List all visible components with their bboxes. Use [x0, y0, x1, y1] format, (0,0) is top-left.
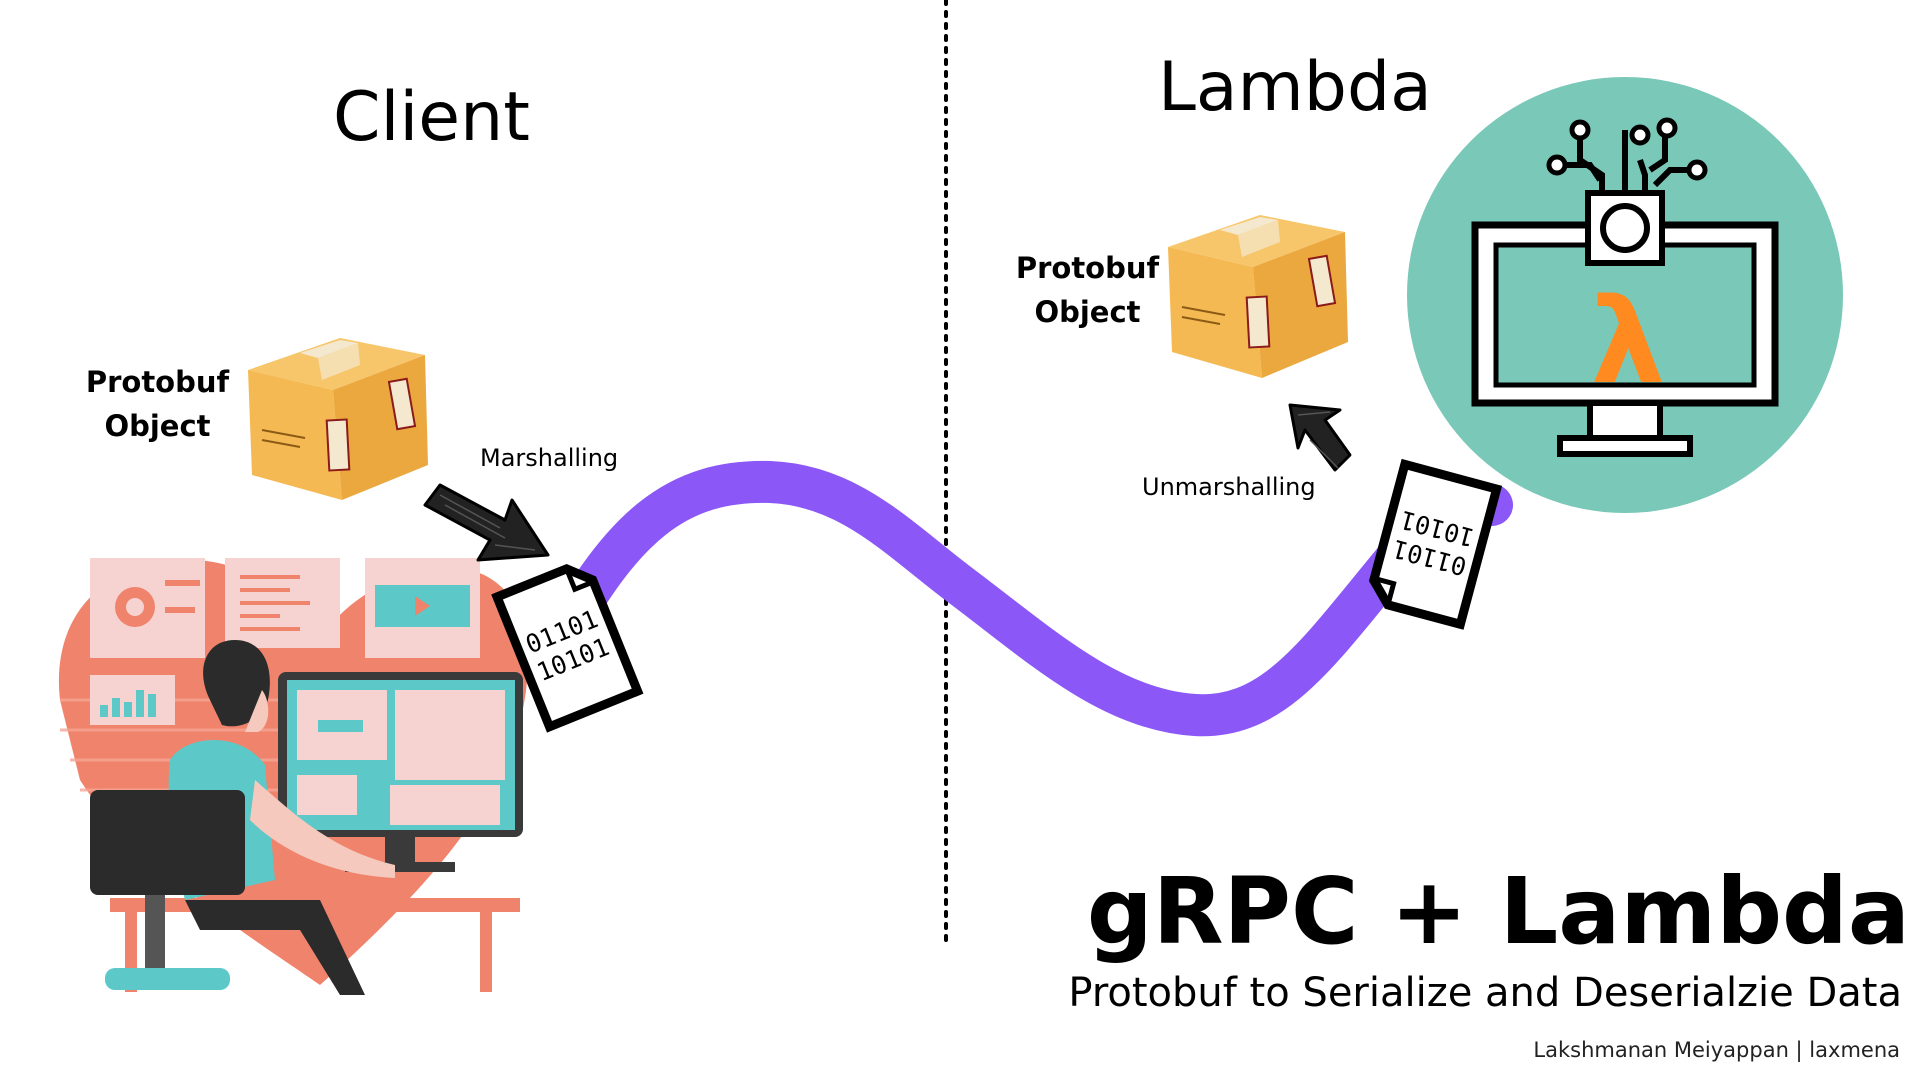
lambda-binary-file-icon: 01101 10101: [1368, 458, 1503, 630]
marshalling-arrow-icon: [423, 483, 550, 562]
aws-lambda-monitor-icon: [1471, 117, 1779, 457]
client-cardboard-box-icon: [248, 338, 428, 500]
unmarshalling-label: Unmarshalling: [1142, 473, 1316, 501]
lambda-symbol: λ: [1591, 272, 1666, 410]
client-object-label: Protobuf Object: [70, 360, 245, 448]
transport-path: [524, 460, 1513, 737]
lambda-cardboard-box-icon: [1168, 215, 1348, 378]
lambda-object-label: Protobuf Object: [1000, 246, 1175, 334]
lambda-object-label-line2: Object: [1034, 295, 1141, 329]
person-at-computer-icon: [58, 558, 528, 995]
lambda-object-label-line1: Protobuf: [1015, 251, 1160, 285]
main-title: gRPC + Lambda: [1086, 858, 1910, 965]
client-object-label-line1: Protobuf: [85, 365, 230, 399]
client-object-label-line2: Object: [104, 409, 211, 443]
credit: Lakshmanan Meiyappan | laxmena: [1533, 1038, 1900, 1062]
client-title: Client: [333, 78, 530, 157]
unmarshalling-arrow-icon: [1288, 403, 1352, 472]
client-binary-file-icon: 01101 10101: [491, 563, 644, 733]
marshalling-label: Marshalling: [480, 444, 619, 472]
subtitle: Protobuf to Serialize and Deserialzie Da…: [1068, 970, 1902, 1016]
lambda-title: Lambda: [1158, 48, 1432, 127]
